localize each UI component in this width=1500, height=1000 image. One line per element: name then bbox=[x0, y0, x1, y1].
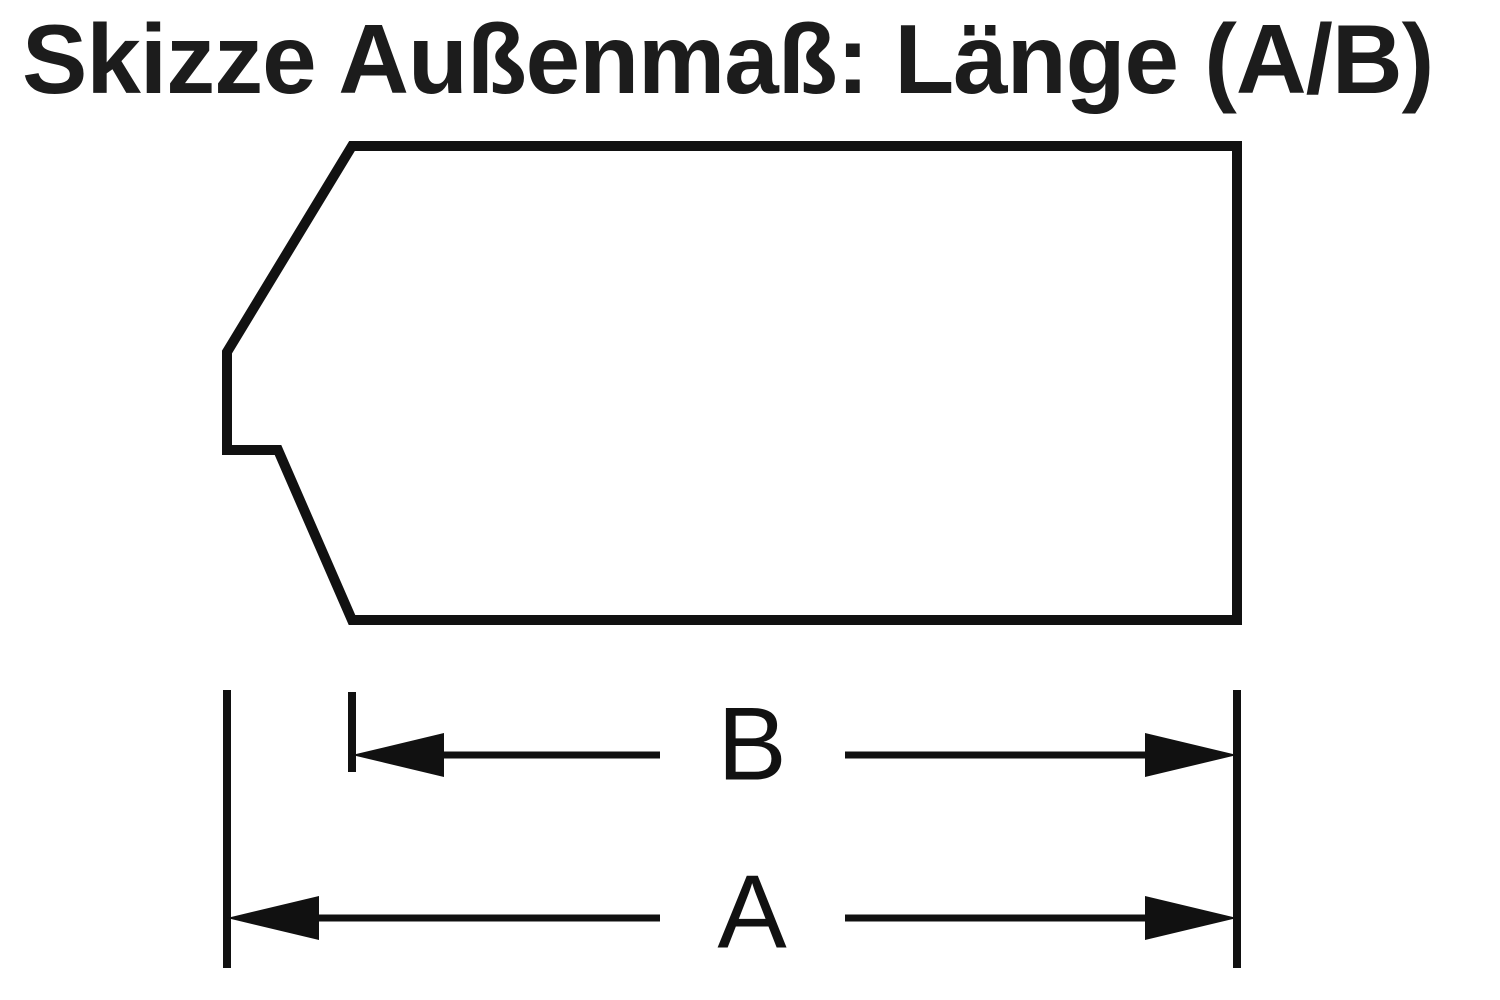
dimension-a-arrowhead-right bbox=[1145, 896, 1237, 940]
tarp-outline-shape bbox=[222, 141, 1242, 625]
dimension-a: A bbox=[227, 854, 1237, 970]
dimension-a-label: A bbox=[717, 854, 787, 970]
dimension-a-arrowhead-left bbox=[227, 896, 319, 940]
page-title: Skizze Außenmaß: Länge (A/B) bbox=[22, 4, 1434, 114]
dimension-b: B bbox=[352, 686, 1237, 802]
dimension-b-arrowhead-right bbox=[1145, 733, 1237, 777]
dimension-b-label: B bbox=[717, 686, 786, 802]
dimension-b-arrowhead-left bbox=[352, 733, 444, 777]
